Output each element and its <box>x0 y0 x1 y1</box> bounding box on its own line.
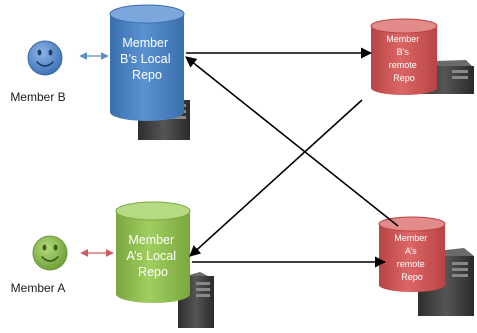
repo-b-remote: Member B’s remote Repo <box>370 18 438 95</box>
repo-b-remote-label: Member B’s remote Repo <box>386 34 422 83</box>
repo-a-remote-label: Member A’s remote Repo <box>394 233 430 282</box>
repo-b-local-top <box>109 4 185 24</box>
arrow-a-remote-to-b-local <box>185 56 399 227</box>
database-icon <box>109 4 185 121</box>
repo-b-remote-body <box>371 26 437 95</box>
smiley-face-icon <box>32 235 68 271</box>
database-icon <box>115 201 191 303</box>
repo-b-local-body <box>110 14 184 121</box>
repo-a-local-top <box>115 201 191 221</box>
database-icon <box>378 216 446 292</box>
member-b: Member B <box>10 40 109 104</box>
repo-b-local-label: Member B’s Local Repo <box>120 36 174 82</box>
repo-a-remote-top <box>378 216 446 232</box>
repo-a-local-body <box>116 211 190 303</box>
repo-a-local: Member A’s Local Repo <box>115 201 191 303</box>
database-icon <box>370 18 438 95</box>
smiley-face-icon <box>27 40 63 76</box>
repo-b-remote-top <box>370 18 438 34</box>
arrow-b-remote-to-a-local <box>189 99 363 257</box>
repo-a-remote-body <box>379 224 445 292</box>
repo-a-local-label: Member A’s Local Repo <box>126 233 179 279</box>
repo-a-remote: Member A’s remote Repo <box>378 216 446 292</box>
member-a-label: Member A <box>11 281 66 295</box>
member-a: Member A <box>11 235 114 295</box>
member-b-label: Member B <box>10 90 65 104</box>
repo-b-local: Member B’s Local Repo <box>109 4 185 121</box>
